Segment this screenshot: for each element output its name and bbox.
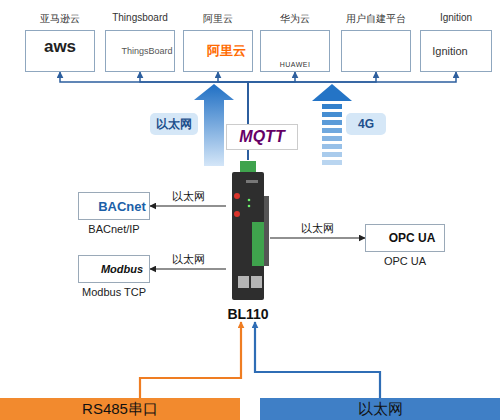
device-led	[248, 199, 251, 202]
rj45-port	[238, 276, 249, 288]
input-band: RS485串口	[0, 398, 240, 420]
uplink-dash	[322, 128, 342, 133]
logo-text: OPC UA	[389, 231, 436, 245]
connector	[140, 322, 241, 398]
connector	[150, 205, 226, 206]
protocol-logo: MQTT	[226, 124, 298, 150]
antenna-port	[234, 193, 240, 199]
uplink-dash	[322, 112, 342, 117]
logo-text: HUAWEI	[280, 61, 311, 68]
platform-name: 亚马逊云	[0, 12, 120, 26]
protocol-box: BACnetBACnet/IP	[78, 192, 150, 220]
logo-text: Ignition	[432, 45, 467, 57]
band-text: 以太网	[358, 400, 403, 419]
gateway-device: BL110	[226, 160, 270, 322]
device-led	[248, 205, 251, 208]
protocol-name: OPC UA	[340, 255, 470, 267]
cloud-platform-box: 用户自建平台	[341, 30, 411, 72]
platform-name: 阿里云	[158, 12, 278, 26]
device-body	[232, 172, 264, 300]
platform-name: Thingsboard	[80, 12, 200, 23]
cloud-platform-box: ThingsboardThingsBoard	[105, 30, 175, 72]
logo-text: BACnet	[98, 199, 146, 214]
connector	[60, 72, 248, 160]
edge-label: 以太网	[172, 189, 205, 204]
edge-label: 以太网	[301, 221, 334, 236]
uplink-dash	[322, 120, 342, 125]
edge-label: 以太网	[172, 252, 205, 267]
uplink-dash	[322, 152, 342, 157]
protocol-box: OPC UAOPC UA	[365, 224, 445, 252]
cloud-platform-box: 亚马逊云aws	[25, 30, 95, 72]
device-name: BL110	[227, 306, 268, 322]
cloud-platform-box: IgnitionIgnition	[420, 30, 492, 72]
uplink-dash	[322, 160, 342, 165]
input-band: 以太网	[260, 398, 500, 420]
platform-name: 用户自建平台	[316, 12, 436, 26]
device-rail	[264, 196, 269, 266]
link-tag: 4G	[346, 113, 386, 135]
connector	[150, 268, 226, 269]
platform-name: 华为云	[235, 12, 355, 26]
cloud-platform-box: 华为云HUAWEI	[260, 30, 330, 72]
platform-name: Ignition	[395, 12, 500, 23]
logo-text: 阿里云	[207, 42, 246, 60]
uplink-dash	[322, 144, 342, 149]
uplink-dash	[322, 104, 342, 109]
device-terminal	[252, 222, 264, 266]
band-text: RS485串口	[82, 400, 158, 419]
uplink-arrow-head	[312, 84, 352, 101]
connector	[270, 237, 365, 238]
connector	[255, 322, 380, 398]
rj45-port	[251, 276, 262, 288]
logo-text: ThingsBoard	[121, 46, 172, 56]
protocol-name: BACnet/IP	[53, 223, 175, 235]
link-tag: 以太网	[150, 113, 198, 135]
device-label	[246, 180, 258, 183]
protocol-box: ModbusModbus TCP	[78, 255, 150, 283]
uplink-dash	[322, 136, 342, 141]
protocol-name: Modbus TCP	[53, 286, 175, 298]
antenna-port	[234, 211, 240, 217]
cloud-platform-box: 阿里云阿里云	[183, 30, 253, 72]
logo-text: Modbus	[101, 263, 143, 275]
logo-text: aws	[44, 37, 76, 57]
